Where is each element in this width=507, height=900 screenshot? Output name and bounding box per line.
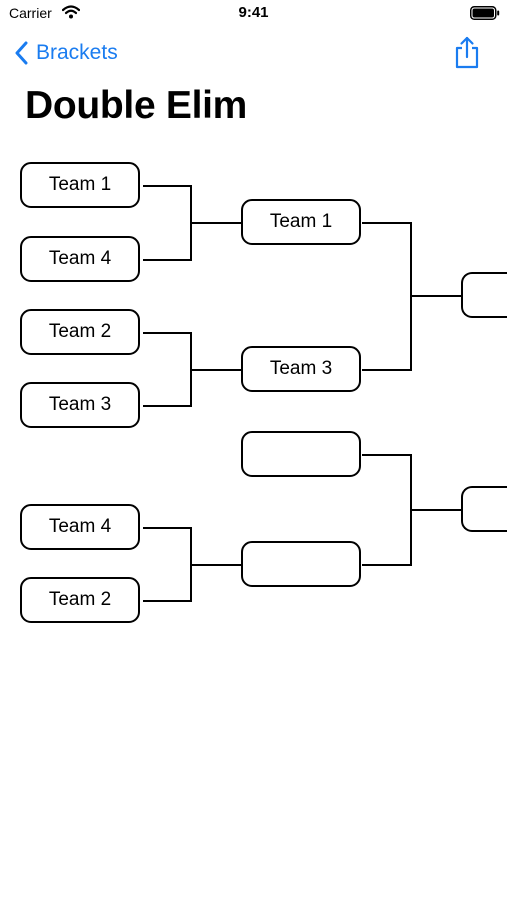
navigation-bar: Brackets <box>0 30 507 76</box>
bracket-slot-r1-5[interactable]: Team 4 <box>20 504 140 550</box>
clock: 9:41 <box>238 4 269 21</box>
share-icon[interactable] <box>452 36 482 70</box>
connector-r1-match1 <box>143 185 192 261</box>
bracket-slot-r1-2[interactable]: Team 4 <box>20 236 140 282</box>
connector-r1-match3 <box>143 527 192 602</box>
bracket-slot-r2-1[interactable]: Team 1 <box>241 199 361 245</box>
chevron-left-icon <box>15 41 28 65</box>
bracket-slot-r3-2[interactable] <box>461 486 507 532</box>
back-button-label: Brackets <box>36 41 118 64</box>
bracket-slot-r2-3[interactable] <box>241 431 361 477</box>
bracket-slot-r2-4[interactable] <box>241 541 361 587</box>
connector-r2-match1 <box>362 222 412 371</box>
bracket-slot-r3-1[interactable] <box>461 272 507 318</box>
bracket-slot-r2-2[interactable]: Team 3 <box>241 346 361 392</box>
battery-icon <box>470 6 500 20</box>
page-title: Double Elim <box>25 84 248 127</box>
connector-r2-match2 <box>362 454 412 566</box>
status-bar: Carrier 9:41 <box>0 0 507 30</box>
back-button[interactable]: Brackets <box>14 38 118 68</box>
bracket-slot-r1-6[interactable]: Team 2 <box>20 577 140 623</box>
bracket-slot-r1-1[interactable]: Team 1 <box>20 162 140 208</box>
connector-r1-match2 <box>143 332 192 407</box>
bracket-slot-r1-3[interactable]: Team 2 <box>20 309 140 355</box>
wifi-icon <box>62 5 80 19</box>
carrier-label: Carrier <box>9 5 52 21</box>
bracket-slot-r1-4[interactable]: Team 3 <box>20 382 140 428</box>
